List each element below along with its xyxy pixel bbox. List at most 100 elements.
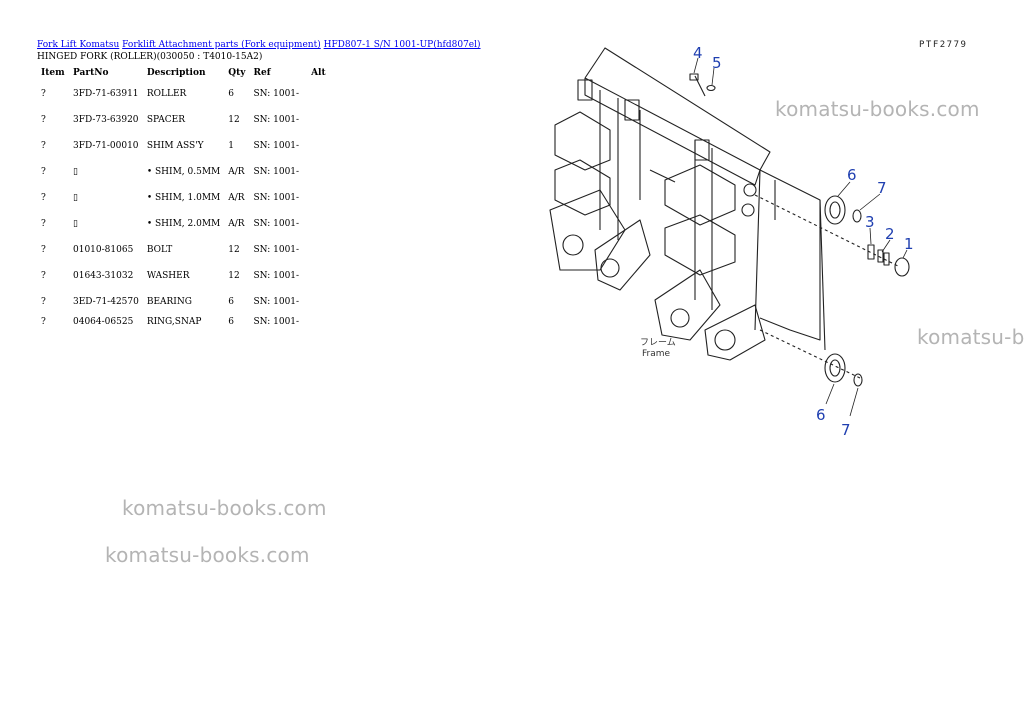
- cell-partno: 01010-81065: [73, 245, 134, 255]
- cell-partno: ▯: [73, 219, 78, 229]
- cell-ref: SN: 1001-: [253, 193, 300, 203]
- table-row: ? 3FD-73-63920 SPACER 12 SN: 1001-: [36, 107, 330, 133]
- cell-qty: 6: [228, 297, 234, 307]
- callout-1: 1: [904, 235, 914, 253]
- breadcrumb-link-hfd807[interactable]: HFD807-1 S/N 1001-UP(hfd807el): [323, 40, 481, 50]
- cell-description: RING,SNAP: [146, 317, 202, 327]
- breadcrumb: Fork Lift Komatsu Forklift Attachment pa…: [37, 40, 481, 50]
- cell-partno: 3ED-71-42570: [73, 297, 139, 307]
- cell-description: • SHIM, 0.5MM: [146, 167, 221, 177]
- header-qty: Qty: [228, 67, 246, 78]
- cell-ref: SN: 1001-: [253, 317, 300, 327]
- cell-item: ?: [41, 317, 46, 327]
- table-row: ? 3FD-71-63911 ROLLER 6 SN: 1001-: [36, 81, 330, 107]
- cell-qty: A/R: [228, 167, 245, 177]
- table-row: ? ▯ • SHIM, 2.0MM A/R SN: 1001-: [36, 211, 330, 237]
- table-row: ? ▯ • SHIM, 1.0MM A/R SN: 1001-: [36, 185, 330, 211]
- cell-ref: SN: 1001-: [253, 141, 300, 151]
- cell-qty: 6: [228, 89, 234, 99]
- cell-ref: SN: 1001-: [253, 271, 300, 281]
- cell-item: ?: [41, 271, 46, 281]
- cell-alt: [303, 263, 330, 289]
- cell-partno: 01643-31032: [73, 271, 134, 281]
- table-row: ? ▯ • SHIM, 0.5MM A/R SN: 1001-: [36, 159, 330, 185]
- cell-description: BEARING: [146, 297, 192, 307]
- cell-alt: [303, 315, 330, 333]
- frame-label-jp: フレーム: [640, 337, 676, 348]
- watermark: komatsu-books.com: [122, 496, 327, 520]
- cell-item: ?: [41, 167, 46, 177]
- callout-numbers: 4 5 6 7 3 2 1 6 7: [693, 44, 914, 439]
- cell-description: ROLLER: [146, 89, 187, 99]
- parts-table: Item PartNo Description Qty Ref Alt ? 3F…: [36, 64, 330, 333]
- cell-partno: 3FD-73-63920: [73, 115, 139, 125]
- cell-ref: SN: 1001-: [253, 297, 300, 307]
- header-item: Item: [41, 67, 65, 78]
- table-row: ? 3FD-71-00010 SHIM ASS'Y 1 SN: 1001-: [36, 133, 330, 159]
- parts-diagram: フレーム Frame 4 5 6 7 3 2 1 6 7: [549, 44, 914, 439]
- cell-alt: [303, 289, 330, 315]
- cell-alt: [303, 133, 330, 159]
- table-row: ? 01010-81065 BOLT 12 SN: 1001-: [36, 237, 330, 263]
- table-row: ? 01643-31032 WASHER 12 SN: 1001-: [36, 263, 330, 289]
- cell-qty: A/R: [228, 219, 245, 229]
- cell-item: ?: [41, 219, 46, 229]
- callout-leaders: [693, 57, 908, 417]
- cell-ref: SN: 1001-: [253, 219, 300, 229]
- cell-alt: [303, 211, 330, 237]
- watermark: komatsu-books.com: [917, 325, 1024, 349]
- cell-partno: 3FD-71-63911: [73, 89, 139, 99]
- cell-item: ?: [41, 141, 46, 151]
- cell-qty: 1: [228, 141, 234, 151]
- cell-ref: SN: 1001-: [253, 89, 300, 99]
- cell-item: ?: [41, 193, 46, 203]
- table-row: ? 04064-06525 RING,SNAP 6 SN: 1001-: [36, 315, 330, 333]
- header-ref: Ref: [253, 67, 271, 78]
- cell-alt: [303, 185, 330, 211]
- header-alt: Alt: [311, 67, 326, 78]
- cell-description: • SHIM, 1.0MM: [146, 193, 221, 203]
- page-title: HINGED FORK (ROLLER)(030050 : T4010-15A2…: [37, 52, 263, 62]
- callout-2: 2: [885, 225, 895, 243]
- cell-qty: 12: [228, 115, 240, 125]
- header-description: Description: [146, 67, 206, 78]
- cell-ref: SN: 1001-: [253, 115, 300, 125]
- cell-alt: [303, 159, 330, 185]
- callout-6-upper: 6: [847, 166, 857, 184]
- breadcrumb-link-fork-lift-komatsu[interactable]: Fork Lift Komatsu: [37, 40, 120, 50]
- cell-partno: ▯: [73, 193, 78, 203]
- table-row: ? 3ED-71-42570 BEARING 6 SN: 1001-: [36, 289, 330, 315]
- figure-code: PTF2779: [919, 40, 968, 50]
- frame-drawing: [549, 47, 910, 387]
- cell-alt: [303, 237, 330, 263]
- cell-qty: 6: [228, 317, 234, 327]
- header-partno: PartNo: [73, 67, 109, 78]
- cell-description: SHIM ASS'Y: [146, 141, 204, 151]
- cell-partno: 3FD-71-00010: [73, 141, 139, 151]
- callout-3: 3: [865, 213, 875, 231]
- cell-item: ?: [41, 115, 46, 125]
- cell-partno: ▯: [73, 167, 78, 177]
- table-header-row: Item PartNo Description Qty Ref Alt: [36, 64, 330, 81]
- cell-item: ?: [41, 245, 46, 255]
- cell-item: ?: [41, 89, 46, 99]
- callout-4: 4: [693, 44, 703, 62]
- cell-qty: 12: [228, 245, 240, 255]
- cell-description: WASHER: [146, 271, 190, 281]
- cell-description: • SHIM, 2.0MM: [146, 219, 221, 229]
- cell-ref: SN: 1001-: [253, 245, 300, 255]
- cell-partno: 04064-06525: [73, 317, 134, 327]
- breadcrumb-link-forklift-attachment-parts[interactable]: Forklift Attachment parts (Fork equipmen…: [122, 40, 321, 50]
- frame-label-en: Frame: [642, 349, 671, 359]
- cell-ref: SN: 1001-: [253, 167, 300, 177]
- cell-qty: 12: [228, 271, 240, 281]
- cell-alt: [303, 107, 330, 133]
- callout-5: 5: [712, 54, 722, 72]
- cell-alt: [303, 81, 330, 107]
- cell-qty: A/R: [228, 193, 245, 203]
- callout-7-lower: 7: [841, 421, 851, 439]
- watermark: komatsu-books.com: [775, 97, 980, 121]
- cell-item: ?: [41, 297, 46, 307]
- callout-7-upper: 7: [877, 179, 887, 197]
- callout-6-lower: 6: [816, 406, 826, 424]
